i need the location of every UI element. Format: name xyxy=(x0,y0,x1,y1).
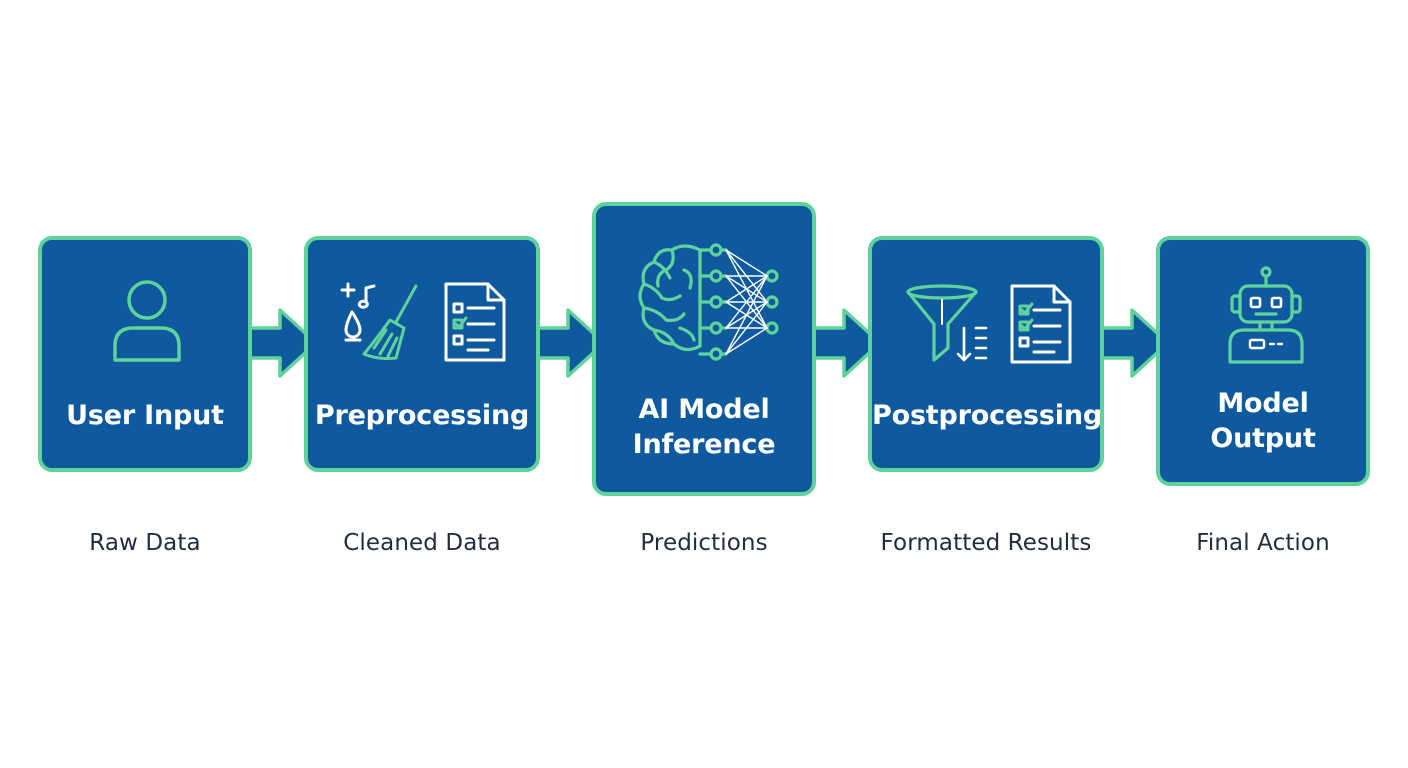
brain-network-icon xyxy=(634,240,784,364)
stage-title-line-1: Model xyxy=(1217,388,1309,419)
user-icon xyxy=(107,276,187,366)
stage-caption: Formatted Results xyxy=(880,530,1092,556)
stage-title: Preprocessing xyxy=(314,400,530,431)
stage-user-input: User Input xyxy=(38,236,252,472)
stage-title-line-2: Output xyxy=(1210,423,1316,454)
stage-caption: Raw Data xyxy=(89,530,201,556)
stage-model-output: Model Output xyxy=(1156,236,1370,486)
checklist-icon xyxy=(1008,282,1076,366)
stage-ai-model-inference: AI Model Inference xyxy=(592,202,816,496)
funnel-icon xyxy=(906,284,996,368)
broom-icon xyxy=(334,282,426,370)
stage-title: User Input xyxy=(66,400,224,431)
robot-icon xyxy=(1224,266,1308,366)
stage-caption: Predictions xyxy=(640,530,768,556)
stage-title: Postprocessing xyxy=(872,400,1102,431)
stage-caption: Final Action xyxy=(1196,530,1330,556)
stage-preprocessing: Preprocessing xyxy=(304,236,540,472)
stage-postprocessing: Postprocessing xyxy=(868,236,1104,472)
stage-title-line-1: AI Model xyxy=(638,394,770,425)
stage-title-line-2: Inference xyxy=(632,429,776,460)
stage-caption: Cleaned Data xyxy=(343,530,501,556)
checklist-icon xyxy=(442,280,510,364)
